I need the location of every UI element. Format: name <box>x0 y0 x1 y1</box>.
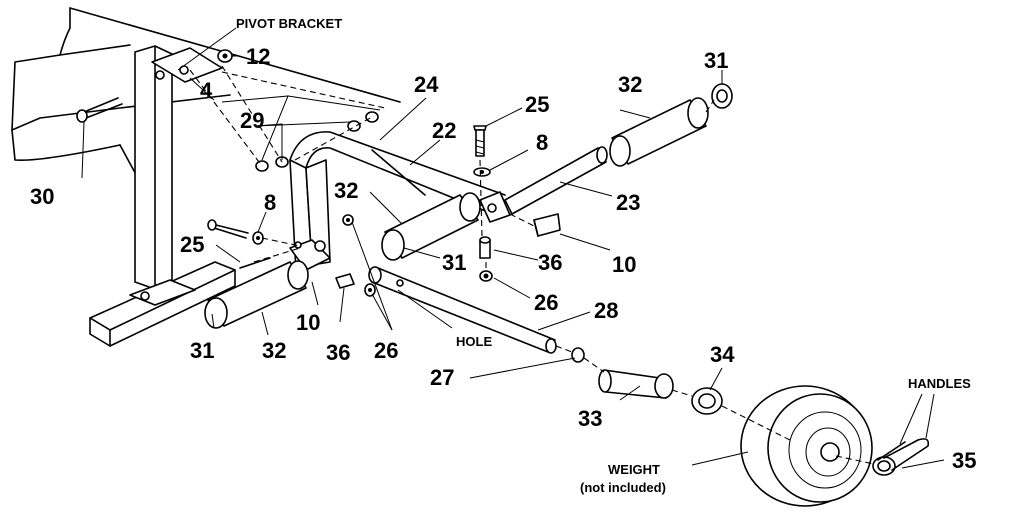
label-31-top: 31 <box>704 48 728 73</box>
sleeve-32-mid <box>381 192 481 261</box>
label-32-top: 32 <box>618 72 642 97</box>
pad-10 <box>533 213 561 237</box>
end-cap-31-top <box>711 83 733 109</box>
label-8-left: 8 <box>264 190 276 215</box>
washer-34 <box>691 387 723 415</box>
leader-lines <box>81 27 945 469</box>
washer-8-top <box>473 167 491 177</box>
weight-plate <box>740 385 873 507</box>
label-hole: HOLE <box>456 334 492 349</box>
nut-26-right <box>479 270 493 282</box>
label-36-right: 36 <box>538 250 562 275</box>
labels: PIVOT BRACKET 12 4 29 24 22 25 8 32 31 2… <box>30 16 976 495</box>
base-tube <box>89 261 236 347</box>
label-31-mid: 31 <box>442 250 466 275</box>
label-10-right: 10 <box>612 252 636 277</box>
label-30: 30 <box>30 184 54 209</box>
label-26-low: 26 <box>374 338 398 363</box>
label-27: 27 <box>430 365 454 390</box>
bolt-30 <box>76 97 123 123</box>
sleeve-32-low <box>204 260 309 329</box>
washer-8-left <box>252 231 264 245</box>
label-23: 23 <box>616 190 640 215</box>
bar-28 <box>368 266 557 354</box>
label-31-low: 31 <box>190 338 214 363</box>
label-handles: HANDLES <box>908 376 971 391</box>
label-32-mid: 32 <box>334 178 358 203</box>
sleeve-33 <box>598 369 674 399</box>
collar-27 <box>571 347 585 363</box>
label-10-low: 10 <box>296 310 320 335</box>
label-29: 29 <box>240 108 264 133</box>
label-35: 35 <box>952 448 976 473</box>
spacer-36-left <box>335 273 355 289</box>
frame-24 <box>289 131 506 273</box>
label-36-low: 36 <box>326 340 350 365</box>
spacer-36-right <box>479 236 491 259</box>
square-tube-10 <box>479 191 511 223</box>
bench-body <box>11 7 401 183</box>
rod-23 <box>504 146 608 215</box>
label-26-right: 26 <box>534 290 558 315</box>
sleeve-32-top <box>609 97 709 167</box>
label-32-low: 32 <box>262 338 286 363</box>
spring-clip-35 <box>872 438 930 476</box>
label-33: 33 <box>578 406 602 431</box>
label-22: 22 <box>432 118 456 143</box>
label-24: 24 <box>414 72 439 97</box>
bolt-25-top <box>473 125 487 157</box>
assembly-lines <box>189 65 875 465</box>
label-34: 34 <box>710 342 735 367</box>
label-not-included: (not included) <box>580 480 666 495</box>
upright-post <box>134 45 223 289</box>
label-25-left: 25 <box>180 232 204 257</box>
nut-12 <box>217 49 233 63</box>
label-weight: WEIGHT <box>608 462 660 477</box>
label-pivot-bracket: PIVOT BRACKET <box>236 16 342 31</box>
washers-29 <box>255 111 379 172</box>
nut-26-left <box>342 214 376 297</box>
label-28: 28 <box>594 298 618 323</box>
bolt-25-left <box>207 219 271 269</box>
label-25-top: 25 <box>525 92 549 117</box>
label-8-top: 8 <box>536 130 548 155</box>
label-4: 4 <box>200 78 213 103</box>
label-12: 12 <box>246 44 270 69</box>
